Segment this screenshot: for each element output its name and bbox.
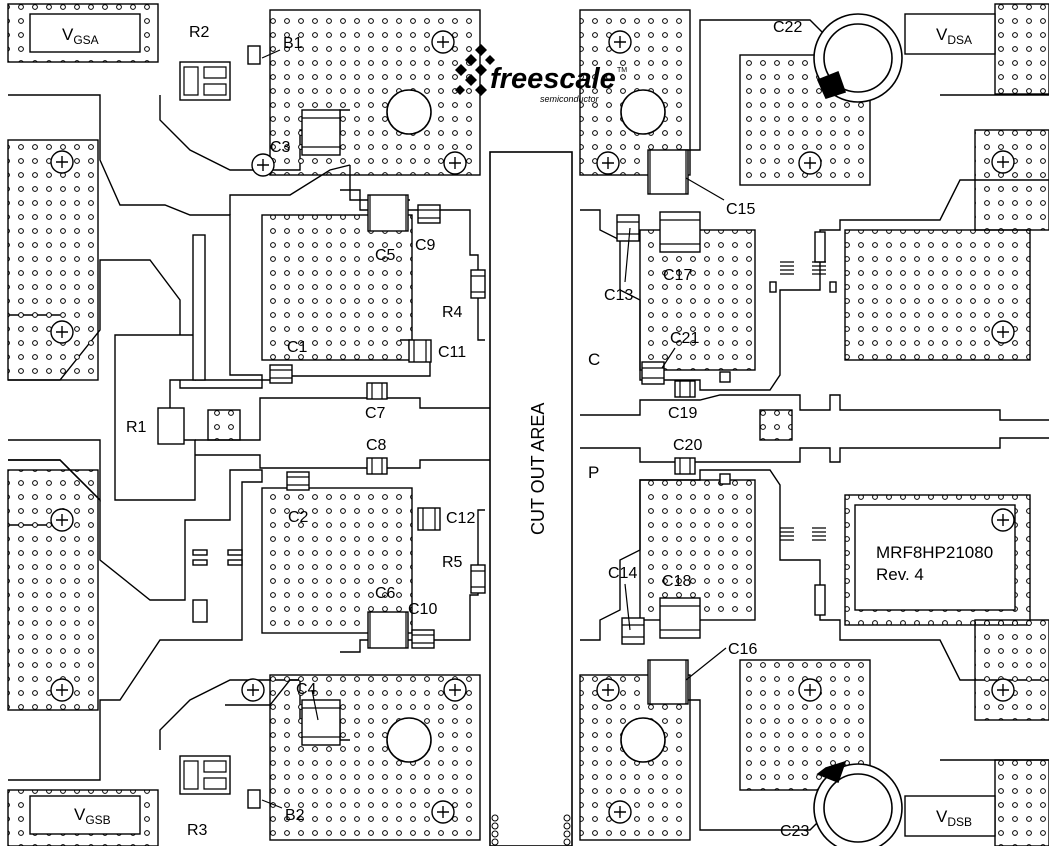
vgsb-sub: GSB: [85, 813, 110, 827]
refdes-c14: C14: [608, 565, 637, 582]
brand-tm: TM: [617, 67, 627, 74]
leader-lines: [261, 49, 727, 809]
brand-tagline: semiconductor: [540, 94, 600, 104]
part-number: MRF8HP21080: [876, 543, 993, 562]
refdes-b2: B2: [285, 807, 305, 824]
brand-name: freescale: [490, 63, 616, 95]
freescale-logo: freescale TM semiconductor: [455, 44, 627, 104]
refdes-c15: C15: [726, 201, 755, 218]
refdes-c7: C7: [365, 405, 386, 422]
refdes-c4: C4: [296, 681, 317, 698]
refdes-r2: R2: [189, 24, 210, 41]
capacitor-c23-body: [813, 760, 903, 846]
refdes-c16: C16: [728, 641, 757, 658]
vgsb-main: V: [74, 805, 86, 824]
marker-p: P: [588, 463, 599, 482]
revision: Rev. 4: [876, 565, 924, 584]
refdes-c13: C13: [604, 287, 633, 304]
refdes-c10: C10: [408, 601, 437, 618]
refdes-c21: C21: [670, 330, 699, 347]
supply-pads: [29, 13, 1016, 837]
vgsb-label: VGSB: [74, 805, 111, 827]
refdes-c11: C11: [438, 344, 466, 361]
mounting-holes: [386, 89, 666, 763]
refdes-c8: C8: [366, 437, 387, 454]
refdes-c22: C22: [773, 19, 802, 36]
screw-symbols: [50, 30, 1015, 824]
refdes-c9: C9: [415, 237, 436, 254]
vdsb-sub: DSB: [947, 815, 972, 829]
refdes-c18: C18: [662, 573, 691, 590]
refdes-r5: R5: [442, 554, 463, 571]
vgsa-sub: GSA: [73, 33, 98, 47]
refdes-c2: C2: [288, 509, 309, 526]
refdes-c19: C19: [668, 405, 697, 422]
refdes-b1: B1: [283, 35, 303, 52]
refdes-c6: C6: [375, 585, 396, 602]
refdes-r4: R4: [442, 304, 463, 321]
cutout-area: [489, 151, 573, 846]
vdsb-label: VDSB: [936, 807, 972, 829]
marker-c: C: [588, 350, 600, 369]
capacitor-c22-body: [813, 13, 903, 103]
cutout-label: CUT OUT AREA: [528, 403, 548, 535]
refdes-r3: R3: [187, 822, 208, 839]
vdsa-main: V: [936, 25, 948, 44]
vgsa-label: VGSA: [62, 25, 99, 47]
vdsb-main: V: [936, 807, 948, 826]
refdes-c17: C17: [663, 267, 692, 284]
refdes-c12: C12: [446, 510, 475, 527]
refdes-c1: C1: [287, 339, 308, 356]
refdes-c5: C5: [375, 247, 396, 264]
refdes-c3: C3: [270, 139, 291, 156]
freescale-logo-mark: [455, 44, 495, 96]
refdes-c23: C23: [780, 823, 809, 840]
vdsa-sub: DSA: [947, 33, 972, 47]
component-details: [183, 66, 826, 790]
vgsa-main: V: [62, 25, 74, 44]
refdes-c20: C20: [673, 437, 702, 454]
cutout-edge-vias: [491, 814, 571, 846]
refdes-r1: R1: [126, 419, 147, 436]
vdsa-label: VDSA: [936, 25, 972, 47]
